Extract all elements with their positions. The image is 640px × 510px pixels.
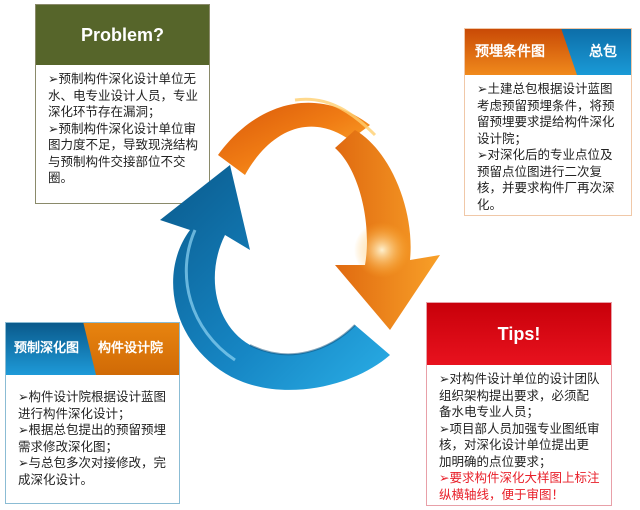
problem-body: ➢预制构件深化设计单位无水、电专业设计人员，专业深化环节存在漏洞； ➢预制构件深…: [36, 65, 209, 193]
cycle-arrows-icon: [160, 97, 440, 390]
tips-body: ➢对构件设计单位的设计团队组织架构提出要求，必须配备水电专业人员； ➢项目部人员…: [427, 365, 611, 509]
prefab-body: ➢构件设计院根据设计蓝图进行构件深化设计； ➢根据总包提出的预留预埋需求修改深化…: [6, 375, 179, 494]
tips-item: ➢项目部人员加强专业图纸审核，对深化设计单位提出更加明确的点位要求；: [439, 420, 600, 469]
prefab-item: ➢与总包多次对接修改，完成深化设计。: [18, 455, 166, 487]
embed-item: ➢土建总包根据设计蓝图考虑预留预埋条件，将预留预埋要求提给构件深化设计院；: [477, 81, 615, 146]
prefab-item: ➢构件设计院根据设计蓝图进行构件深化设计；: [18, 389, 166, 421]
problem-title: Problem?: [36, 5, 209, 65]
embed-title-right: 总包: [589, 44, 617, 60]
prefab-header: 预制深化图 构件设计院: [6, 323, 179, 375]
embed-conditions-box: 预埋条件图 总包 ➢土建总包根据设计蓝图考虑预留预埋条件，将预留预埋要求提给构件…: [464, 28, 632, 216]
prefab-title-right: 构件设计院: [98, 341, 164, 356]
blue-arrow: [160, 165, 390, 390]
problem-item: ➢预制构件深化设计单位审图力度不足，导致现浇结构与预制构件交接部位不交圈。: [48, 120, 199, 186]
tips-title: Tips!: [427, 303, 611, 365]
embed-item: ➢对深化后的专业点位及预留点位图进行二次复核，并要求构件厂再次深化。: [477, 147, 615, 212]
tips-highlight-item: ➢要求构件深化大样图上标注纵横轴线，便于审图！: [439, 470, 600, 502]
prefab-title-left: 预制深化图: [14, 341, 80, 356]
problem-item: ➢预制构件深化设计单位无水、电专业设计人员，专业深化环节存在漏洞；: [48, 71, 199, 119]
embed-title-left: 预埋条件图: [475, 44, 545, 60]
orange-arrow: [218, 97, 440, 330]
embed-header: 预埋条件图 总包: [465, 29, 631, 75]
tips-item: ➢对构件设计单位的设计团队组织架构提出要求，必须配备水电专业人员；: [439, 371, 600, 419]
prefab-design-box: 预制深化图 构件设计院 ➢构件设计院根据设计蓝图进行构件深化设计； ➢根据总包提…: [5, 322, 180, 504]
problem-box: Problem? ➢预制构件深化设计单位无水、电专业设计人员，专业深化环节存在漏…: [35, 4, 210, 204]
embed-body: ➢土建总包根据设计蓝图考虑预留预埋条件，将预留预埋要求提给构件深化设计院； ➢对…: [465, 75, 631, 219]
tips-box: Tips! ➢对构件设计单位的设计团队组织架构提出要求，必须配备水电专业人员； …: [426, 302, 612, 506]
prefab-item: ➢根据总包提出的预留预埋需求修改深化图；: [18, 422, 166, 454]
